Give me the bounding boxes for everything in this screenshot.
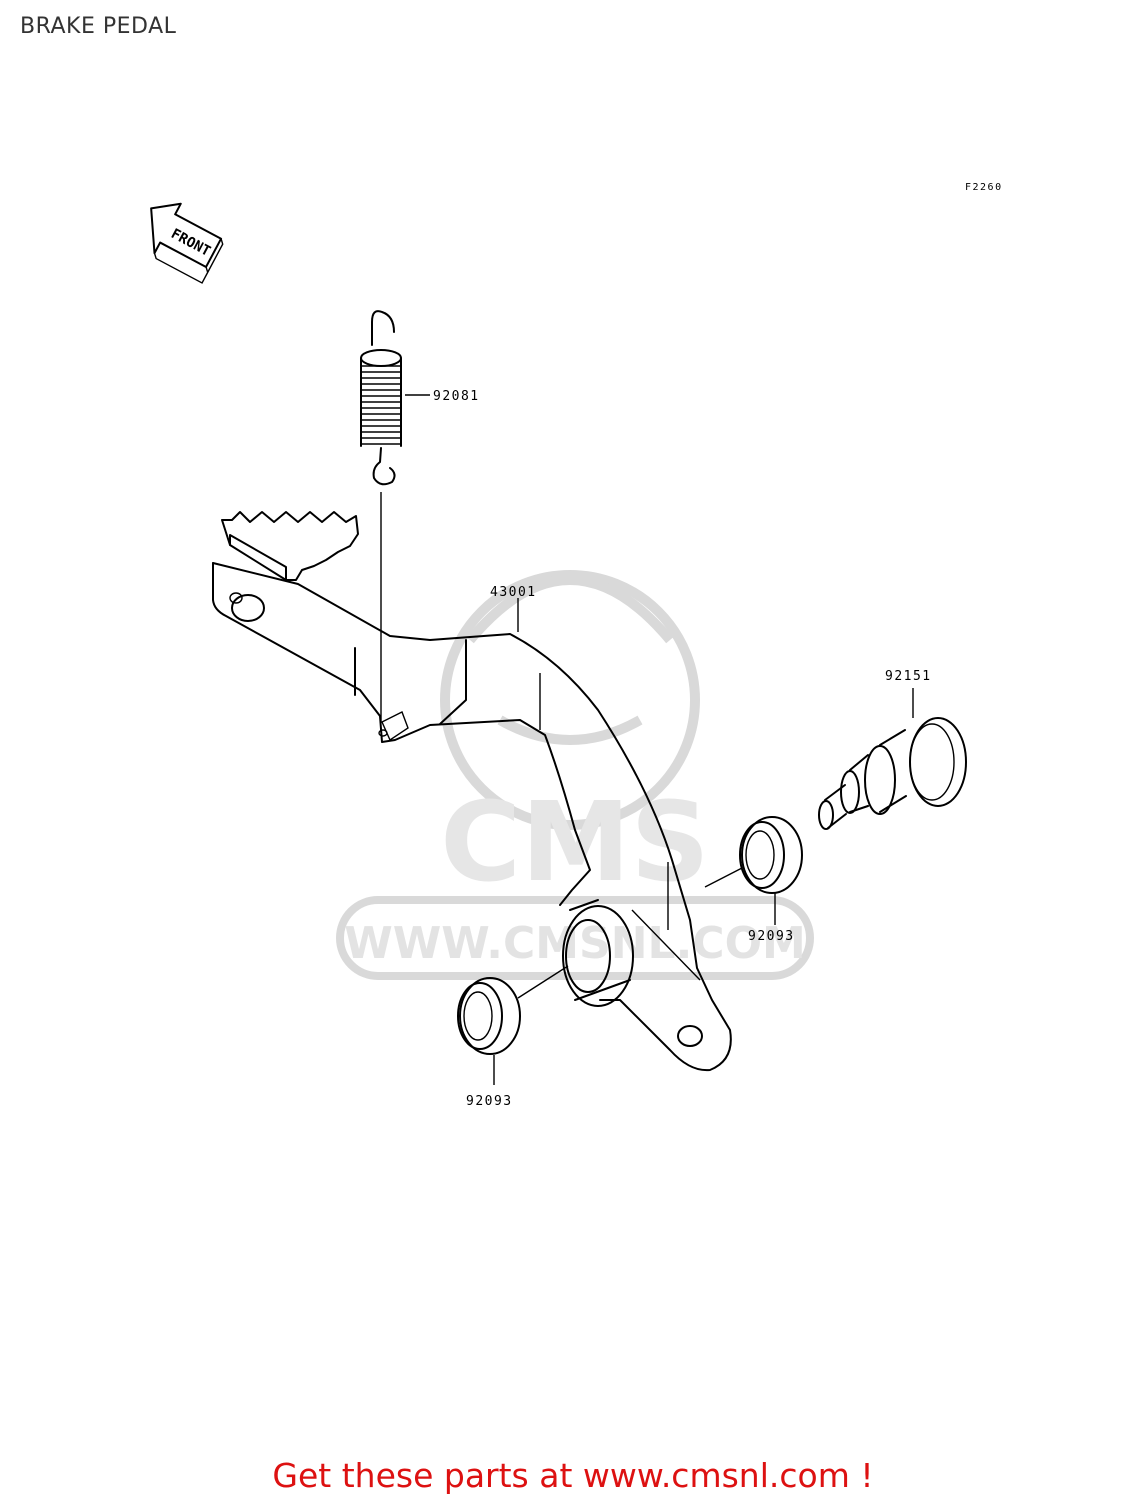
oil-seal-icon-left (457, 977, 521, 1055)
pivot-bolt-icon (818, 717, 967, 830)
spring-icon (360, 310, 402, 486)
front-arrow-icon: FRONT (150, 202, 224, 284)
callout-92093-right: 92093 (748, 929, 795, 944)
footer-link[interactable]: Get these parts at www.cmsnl.com ! (0, 1456, 1146, 1495)
watermark-logo: CMS WWW.CMSNL.COM (336, 570, 814, 980)
callout-92093-left: 92093 (466, 1094, 513, 1109)
page-title: BRAKE PEDAL (20, 14, 177, 39)
figure-code: F2260 (965, 182, 1003, 193)
brake-pedal-icon (212, 511, 732, 1072)
callout-92081: 92081 (433, 389, 480, 404)
footer-link-text[interactable]: Get these parts at www.cmsnl.com ! (272, 1456, 874, 1495)
watermark-logo-text: CMS (440, 778, 709, 906)
callout-92151: 92151 (885, 669, 932, 684)
callout-43001: 43001 (490, 585, 537, 600)
oil-seal-icon-right (739, 816, 803, 894)
